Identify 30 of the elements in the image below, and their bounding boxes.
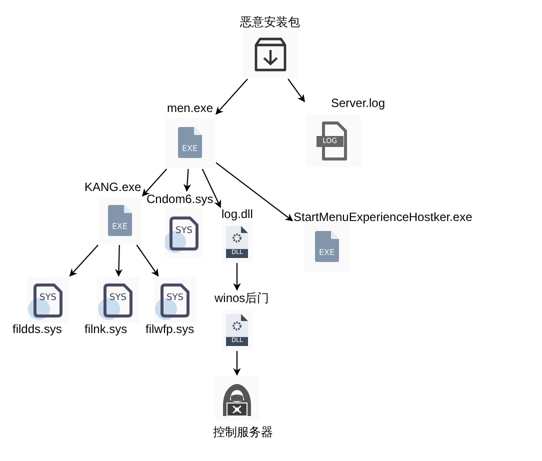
arrow [233, 263, 241, 291]
file-name-label: men.exe [167, 101, 214, 115]
arrow [114, 244, 123, 277]
arrow [69, 244, 99, 277]
file-name-label: filnk.sys [84, 322, 128, 336]
file-type-label: SYS [166, 293, 184, 304]
file-name-label: fildds.sys [12, 322, 62, 336]
file-name-label: 恶意安装包 [240, 15, 300, 29]
file-type-label: SYS [176, 226, 192, 236]
arrow [183, 168, 192, 192]
arrow [202, 168, 221, 208]
file-type-label: SYS [40, 293, 56, 304]
arrow [215, 78, 248, 115]
file-name-label: log.dll [222, 207, 253, 221]
file-type-label: SYS [110, 293, 126, 304]
arrow [288, 78, 305, 102]
file-name-label: Server.log [331, 96, 386, 110]
arrow [136, 244, 159, 277]
file-type-label: EXE [112, 222, 128, 232]
file-type-label: EXE [182, 144, 198, 154]
file-name-label: StartMenuExperienceHostker.exe [294, 210, 472, 224]
file-name-label: filwfp.sys [146, 322, 194, 336]
file-name-label: KANG.exe [84, 180, 142, 194]
file-name-label: winos后门 [214, 291, 270, 305]
file-name-label: 控制服务器 [213, 425, 273, 439]
file-type-label: EXE [319, 248, 335, 258]
arrow [142, 168, 168, 196]
arrow [216, 162, 294, 222]
arrow [233, 351, 241, 376]
file-name-label: Cndom6.sys [146, 192, 214, 206]
